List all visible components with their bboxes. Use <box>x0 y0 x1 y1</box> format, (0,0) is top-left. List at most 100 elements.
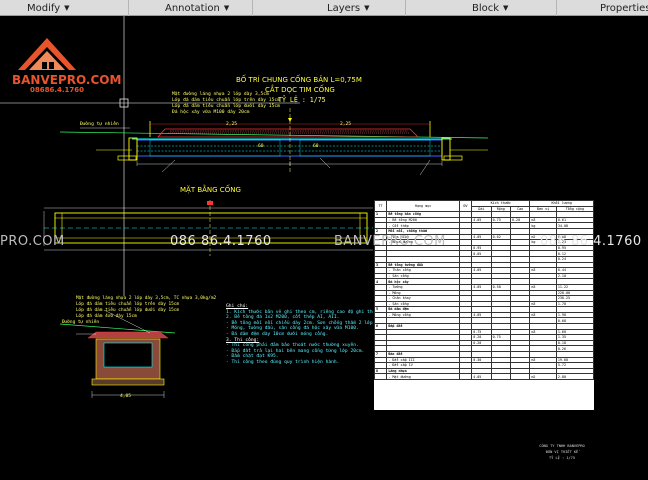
table-subheader-row: Dài Rộng Cao Đơn vị Tổng cộng <box>375 205 594 213</box>
table-cell <box>529 317 557 325</box>
table-cell <box>458 300 473 308</box>
table-cell: 2.10 <box>555 272 594 280</box>
drawing-title: BỐ TRÍ CHUNG CỐNG BẢN L=0,75M <box>236 76 362 84</box>
table-cell <box>374 339 388 347</box>
table-cell <box>509 272 531 280</box>
note-line: - Thi công phải đảm bảo thoát nước thườn… <box>226 343 359 349</box>
menu-modify[interactable]: Modify▼ <box>27 0 70 16</box>
dimension-label: 4,05 <box>120 394 132 399</box>
table-cell: m3 <box>529 283 557 291</box>
table-cell <box>458 367 473 375</box>
note-line: - Đầm chặt đạt K95. <box>226 354 279 360</box>
table-cell <box>509 328 531 336</box>
table-cell <box>490 373 511 380</box>
note-line: 1. Kích thước bản vẽ ghi theo cm, riêng … <box>226 309 387 315</box>
table-cell <box>529 272 557 280</box>
note-line: 2. Bê tông đá 1x2 M200, cốt thép AI, AII… <box>226 315 340 321</box>
signature-line: TỶ LỆ : 1/75 <box>549 456 575 460</box>
table-cell: 0.24 <box>555 255 594 263</box>
table-header: TT <box>374 200 388 213</box>
table-cell: 6 <box>374 323 388 330</box>
table-cell <box>374 295 388 302</box>
drawing-canvas[interactable] <box>0 16 648 480</box>
menu-annotation[interactable]: Annotation▼ <box>128 0 229 16</box>
table-cell <box>374 272 388 280</box>
table-cell <box>458 255 473 263</box>
table-cell <box>458 345 473 352</box>
table-cell: m3 <box>529 267 557 274</box>
table-cell: 0.68 <box>555 317 594 325</box>
table-cell <box>509 345 531 352</box>
table-cell <box>555 278 594 285</box>
table-cell: 11.22 <box>555 283 594 291</box>
table-cell <box>529 261 557 269</box>
chevron-down-icon: ▼ <box>364 4 370 12</box>
table-cell: m3 <box>529 356 557 364</box>
longitudinal-section <box>59 108 489 176</box>
chevron-down-icon: ▼ <box>503 4 509 12</box>
table-cell <box>509 289 531 297</box>
table-cell <box>458 362 473 369</box>
table-cell: 8 <box>374 367 388 375</box>
table-cell <box>458 356 473 364</box>
table-cell <box>458 283 473 291</box>
table-cell <box>509 367 531 375</box>
layer-callout: Lớp đá dăm tiêu chuẩn lớp dưới dày 15cm <box>172 104 280 109</box>
table-cell <box>374 317 388 325</box>
table-row: 0.24 <box>374 255 594 263</box>
menu-bar: Modify▼ Annotation▼ Layers▼ Block▼ Prope… <box>0 0 648 16</box>
menu-layers[interactable]: Layers▼ <box>252 0 369 16</box>
table-cell: 4.05 <box>471 373 492 380</box>
cross-section-callouts: Mặt đường láng nhựa 2 lớp dày 3,5cm, TC … <box>76 296 216 320</box>
table-cell: 2.80 <box>555 373 594 380</box>
table-cell <box>509 317 531 325</box>
table-cell: 0.44 <box>555 267 594 274</box>
table-cell <box>458 278 473 285</box>
logo-house-icon <box>18 38 76 70</box>
table-cell <box>529 278 557 285</box>
table-cell <box>374 267 388 274</box>
table-cell <box>458 323 473 330</box>
table-cell <box>529 351 557 358</box>
table-cell: 5 <box>374 306 388 313</box>
signature-block: CÔNG TY TNHH BANVEPRO ĐƠN VỊ THIẾT KẾ TỶ… <box>522 443 602 461</box>
menu-properties[interactable]: Properties▼ <box>556 0 648 16</box>
table-cell <box>458 306 473 313</box>
table-cell <box>374 373 388 380</box>
table-cell <box>529 306 557 313</box>
table-cell <box>509 306 531 313</box>
table-cell <box>529 323 557 330</box>
table-cell <box>458 373 473 380</box>
table-cell: 5.72 <box>555 362 594 369</box>
table-cell <box>458 339 473 347</box>
note-line: - Móng, tường đầu, sân cống đá hộc xây v… <box>226 326 359 332</box>
note-line: - Đắp đất trả lại hai bên mang cống từng… <box>226 348 365 354</box>
menu-annotation-label: Annotation <box>165 3 220 14</box>
table-cell <box>374 328 388 336</box>
notes-block: Ghi chú: 1. Kích thước bản vẽ ghi theo c… <box>226 304 386 366</box>
table-cell: 19.60 <box>555 356 594 364</box>
menu-block[interactable]: Block▼ <box>405 0 508 16</box>
table-cell <box>374 362 388 369</box>
table-cell <box>555 306 594 313</box>
logo-phone: 08686.4.1760 <box>30 86 85 94</box>
layer-callout: Đá hộc xây vữa M100 dày 20cm <box>172 110 250 115</box>
table-cell <box>509 255 531 263</box>
table-cell <box>509 261 531 269</box>
table-cell <box>509 356 531 364</box>
table-cell <box>529 345 557 352</box>
table-cell: m2 <box>529 373 557 380</box>
watermark-phone: 086 86.4.1760 <box>540 234 642 249</box>
